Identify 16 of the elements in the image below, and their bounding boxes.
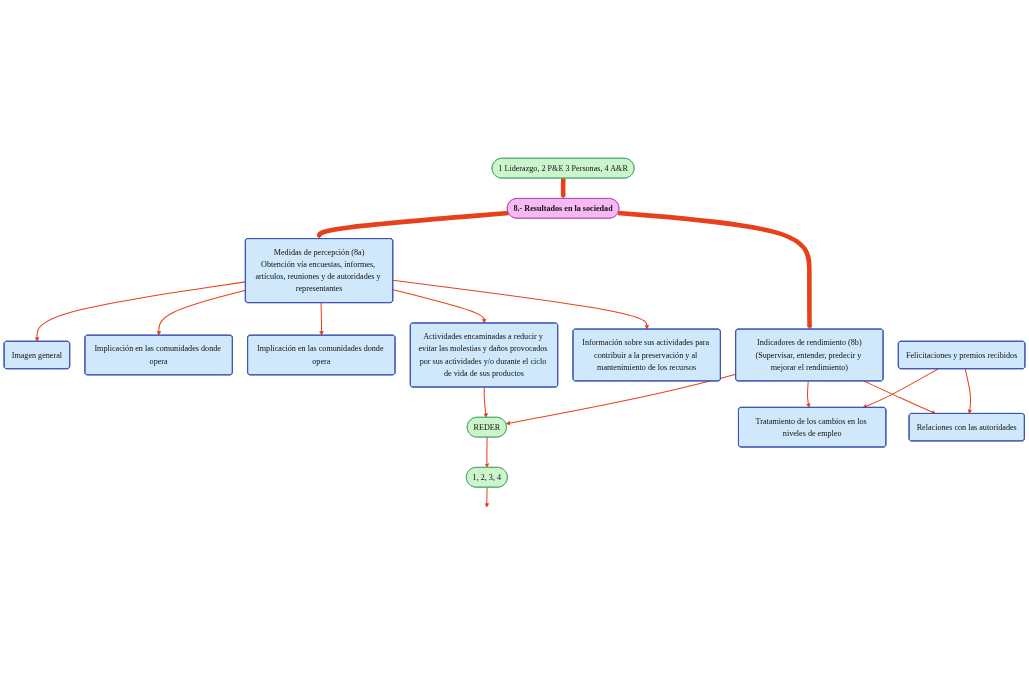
arrow — [505, 373, 737, 426]
arrow — [862, 368, 939, 409]
arrow — [617, 210, 812, 330]
arrow — [483, 386, 488, 418]
arrow — [392, 279, 650, 330]
arrow — [560, 177, 566, 199]
arrow — [156, 289, 247, 336]
arrow — [316, 210, 509, 240]
arrow — [34, 281, 247, 342]
arrow — [484, 486, 490, 508]
arrow — [964, 368, 973, 414]
arrow — [806, 380, 811, 408]
arrow — [392, 289, 487, 324]
arrow — [863, 380, 936, 415]
arrow — [319, 302, 324, 336]
arrow — [484, 436, 490, 468]
